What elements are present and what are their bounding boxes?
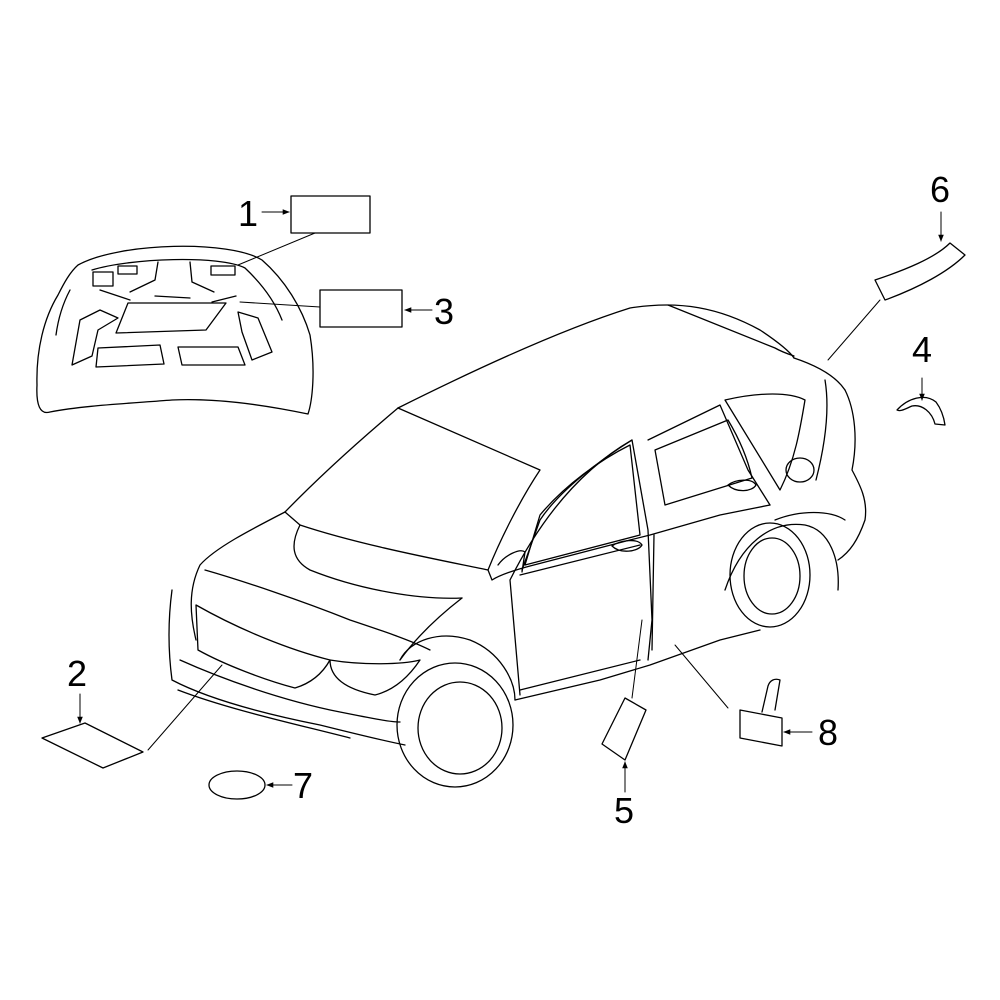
label-6-stripe (874, 242, 966, 301)
callout-7: 7 (293, 765, 313, 806)
part-emblem-7: 7 (208, 765, 313, 806)
callout-4: 4 (912, 329, 932, 370)
callout-2: 2 (67, 653, 87, 694)
callout-8: 8 (818, 712, 838, 753)
callout-6: 6 (930, 169, 950, 210)
callout-1: 1 (238, 193, 258, 234)
label-5-sticker (601, 697, 647, 761)
label-7-oval (208, 770, 266, 800)
part-label-5: 5 (601, 619, 647, 831)
hood-label-small-2 (117, 265, 138, 275)
hood-label-small-3 (210, 265, 236, 276)
part-label-8: 8 (674, 644, 838, 753)
part-emblem-4: 4 (896, 329, 946, 426)
part-stripe-6: 6 (827, 169, 966, 361)
part-label-2: 2 (41, 653, 223, 769)
part-label-3: 3 (239, 289, 454, 332)
leader-line-5 (631, 619, 643, 699)
hood-label-small-1 (92, 271, 114, 287)
vehicle-drawing (168, 304, 867, 788)
hood-drawing (36, 245, 314, 415)
label-1-sticker (290, 195, 371, 234)
callout-5: 5 (614, 790, 634, 831)
label-8-tab (761, 678, 781, 713)
label-3-sticker (319, 289, 403, 328)
leader-line-3 (239, 301, 321, 308)
callout-3: 3 (434, 291, 454, 332)
leader-line-2 (147, 664, 223, 751)
label-8-sticker (739, 709, 783, 747)
leader-line-1 (237, 232, 316, 266)
part-label-1: 1 (237, 193, 371, 266)
leader-line-8 (674, 644, 729, 709)
leader-line-6 (827, 299, 881, 361)
label-4-emblem (896, 396, 946, 426)
label-2-sticker (41, 722, 144, 769)
